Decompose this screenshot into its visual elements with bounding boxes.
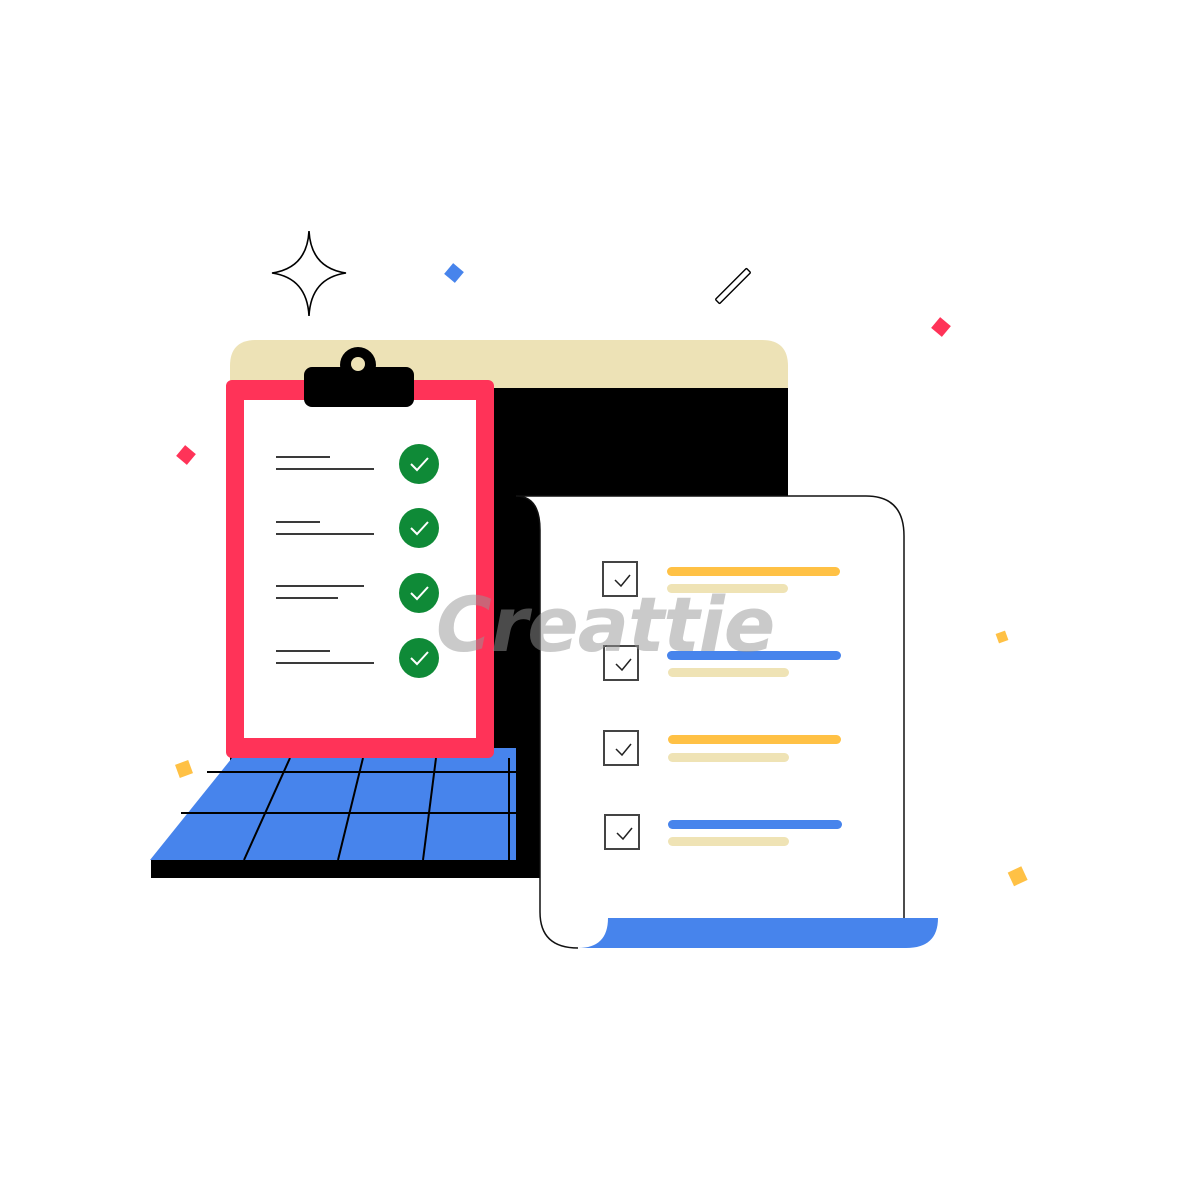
confetti-blue-icon [444,263,464,283]
check-circle-icon [399,444,439,484]
check-circle-icon [399,638,439,678]
confetti-yellow-icon [175,760,193,778]
confetti-yellow-icon [995,630,1009,644]
outline-stick-icon [715,268,751,304]
confetti-red-icon [176,445,196,465]
clipboard-clip-icon [304,347,414,407]
checkbox-checked-icon [603,730,639,766]
checkbox-checked-icon [602,561,638,597]
check-circle-icon [399,508,439,548]
confetti-yellow-icon [1007,866,1028,887]
confetti-red-icon [931,317,951,337]
checkbox-checked-icon [603,645,639,681]
check-circle-icon [399,573,439,613]
clipboard [226,380,494,758]
sparkle-star-icon [271,230,347,317]
checkbox-checked-icon [604,814,640,850]
